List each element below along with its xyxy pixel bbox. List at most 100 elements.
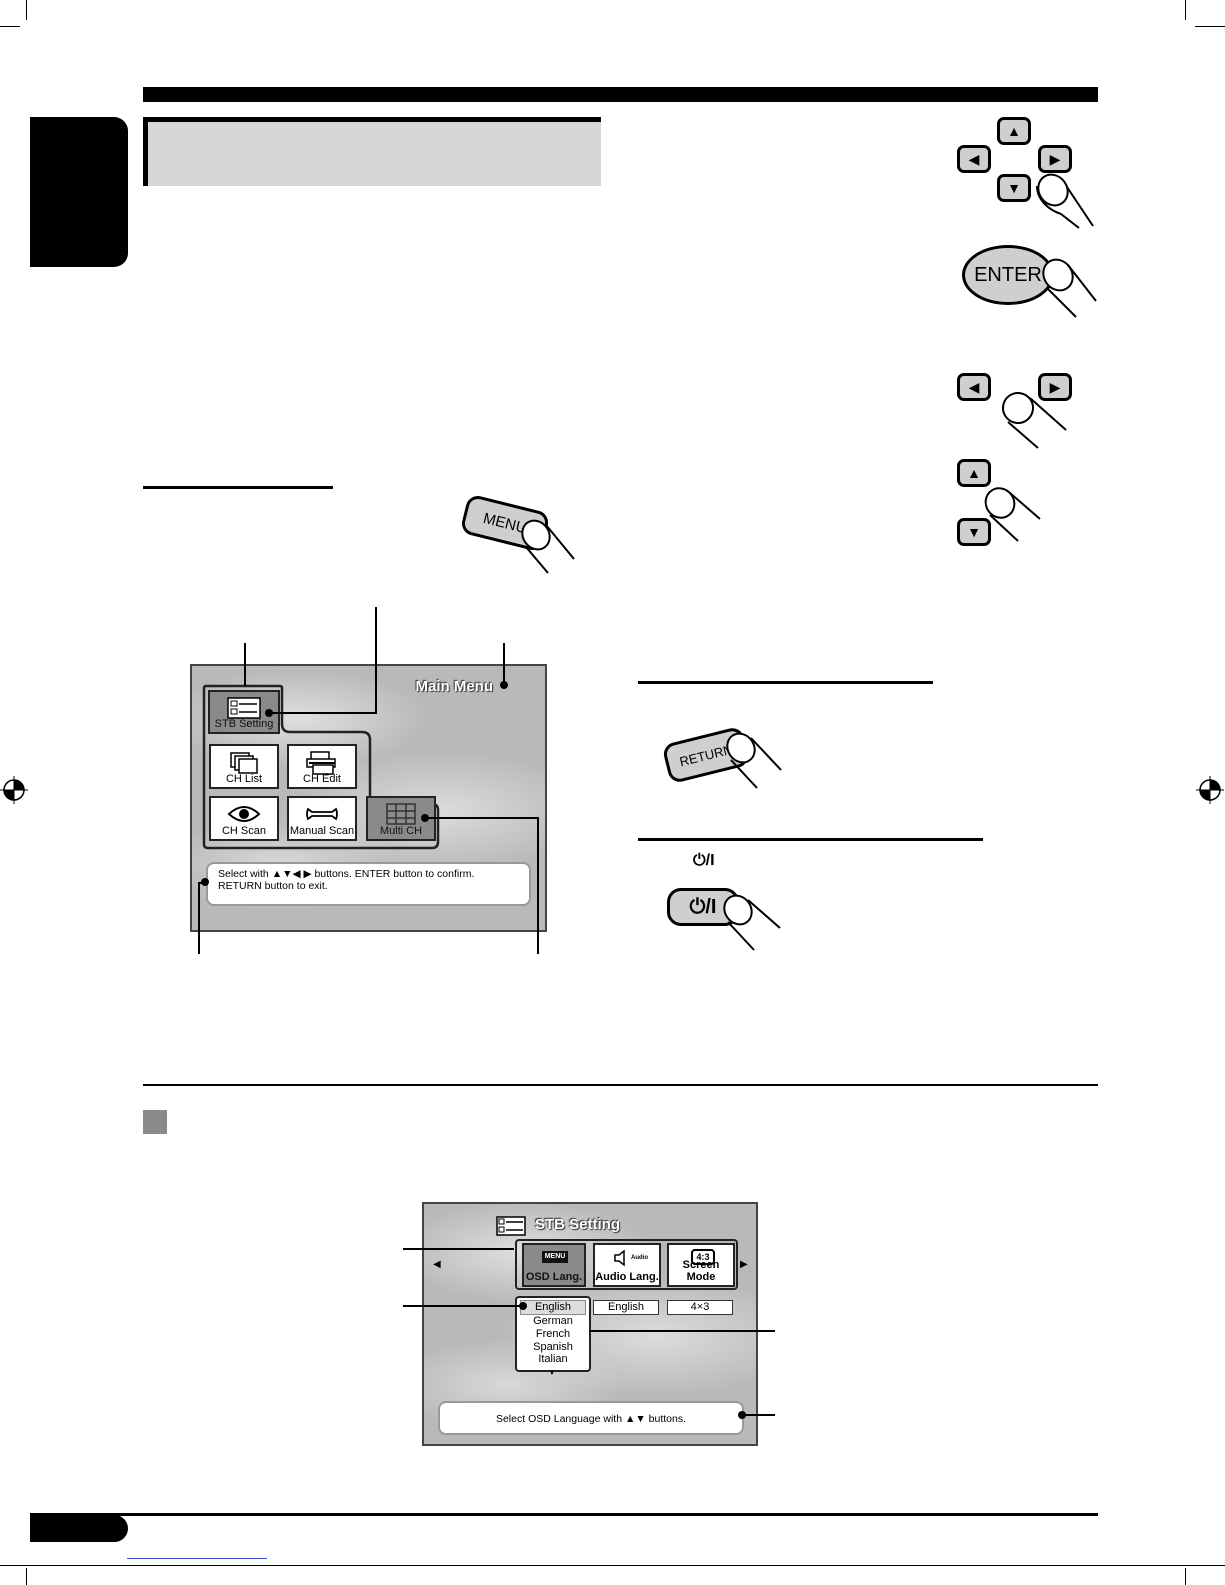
screen-mode-value: 4×3 <box>667 1300 733 1315</box>
stb-setting-screen: STB Setting ◀ ▶ MENU OSD Lang. Audio Aud… <box>422 1202 758 1446</box>
page-number-tab <box>30 1515 128 1542</box>
finger-icon <box>723 894 781 951</box>
stb-setting-title: STB Setting <box>535 1216 620 1233</box>
eye-icon <box>227 806 261 822</box>
finger-icon <box>726 732 782 789</box>
callout-dot <box>421 814 429 822</box>
grid-icon <box>386 803 416 825</box>
callout-line <box>270 712 377 714</box>
crop-mark <box>0 26 20 27</box>
crop-mark <box>1195 26 1225 27</box>
crop-mark <box>0 1565 1225 1566</box>
ch-list-tile[interactable]: CH List <box>209 744 279 789</box>
finger-icon <box>1002 392 1067 449</box>
help-line: RETURN button to exit. <box>218 880 328 892</box>
finger-icon <box>984 487 1041 542</box>
tile-label: Manual Scan <box>289 825 355 837</box>
registration-mark-left <box>0 776 28 804</box>
callout-line <box>425 817 539 819</box>
language-side-tab <box>30 117 128 267</box>
audio-lang-tab[interactable]: Audio Audio Lang. <box>593 1243 661 1287</box>
tab-label: Screen Mode <box>682 1259 720 1283</box>
crop-mark <box>26 1568 27 1585</box>
left-button[interactable]: ◀ <box>957 373 991 401</box>
language-option-selected[interactable]: English <box>520 1300 586 1315</box>
channel-list-icon <box>230 752 258 774</box>
language-list[interactable]: English German French Spanish Italian <box>515 1296 591 1372</box>
finger-icon <box>1042 258 1097 318</box>
tile-label: CH List <box>225 773 263 785</box>
callout-line <box>244 643 246 686</box>
finger-icon <box>1036 173 1094 229</box>
help-line: Select with ▲▼◀ ▶ buttons. ENTER button … <box>218 868 475 880</box>
subheading-rule <box>638 681 933 684</box>
ch-edit-tile[interactable]: CH Edit <box>287 744 357 789</box>
language-option[interactable]: French <box>535 1328 571 1340</box>
tile-label: Multi CH <box>379 825 423 837</box>
aspect-ratio-icon: 4:3 <box>691 1249 715 1265</box>
scroll-right-arrow[interactable]: ▶ <box>740 1259 748 1270</box>
tile-label: CH Edit <box>303 773 341 785</box>
settings-list-icon <box>496 1216 526 1236</box>
language-option[interactable]: Spanish <box>533 1341 573 1353</box>
callout-line <box>403 1248 514 1250</box>
callout-dot <box>738 1411 746 1419</box>
tile-label: CH Scan <box>221 825 267 837</box>
callout-line <box>589 1330 775 1332</box>
subheading-rule <box>638 838 983 841</box>
callout-line <box>537 817 539 954</box>
ch-scan-tile[interactable]: CH Scan <box>209 796 279 841</box>
tab-label: Audio Lang. <box>595 1271 659 1283</box>
callout-dot <box>519 1302 527 1310</box>
bottom-rule <box>30 1513 1098 1516</box>
up-button[interactable]: ▲ <box>997 117 1031 145</box>
section-marker-square <box>143 1110 167 1134</box>
callout-dot <box>500 681 508 689</box>
callout-line <box>742 1414 775 1416</box>
help-line: Select OSD Language with ▲▼ buttons. <box>495 1413 687 1425</box>
right-button[interactable]: ▶ <box>1038 145 1072 173</box>
menu-icon: MENU <box>542 1251 568 1263</box>
callout-line <box>198 882 206 884</box>
down-button[interactable]: ▼ <box>997 174 1031 202</box>
left-button[interactable]: ◀ <box>957 145 991 173</box>
settings-list-icon <box>227 697 261 719</box>
finger-icon <box>521 519 575 574</box>
main-menu-help-box: Select with ▲▼◀ ▶ buttons. ENTER button … <box>206 862 531 906</box>
right-button[interactable]: ▶ <box>1038 373 1072 401</box>
audio-lang-value: English <box>593 1300 659 1315</box>
callout-line <box>503 643 505 685</box>
tab-label: OSD Lang. <box>525 1271 583 1283</box>
power-heading-icon: ⏻/I <box>693 852 715 869</box>
footer-link-underline <box>127 1558 267 1559</box>
language-option[interactable]: Italian <box>538 1354 568 1363</box>
wrench-icon <box>306 807 338 821</box>
callout-dot <box>265 709 273 717</box>
language-option[interactable]: German <box>533 1315 573 1327</box>
tile-label: STB Setting <box>214 718 274 730</box>
scroll-down-arrow[interactable]: ▼ <box>548 1368 556 1377</box>
crop-mark <box>1185 1568 1186 1585</box>
callout-line <box>403 1305 521 1307</box>
tabs-outline <box>515 1239 738 1290</box>
subheading-rule <box>143 486 333 489</box>
speaker-icon <box>614 1249 625 1267</box>
section-divider <box>143 1084 1098 1086</box>
audio-icon-text: Audio <box>631 1255 648 1261</box>
up-button[interactable]: ▲ <box>957 459 991 487</box>
manual-scan-tile[interactable]: Manual Scan <box>287 796 357 841</box>
channel-edit-icon <box>306 751 336 775</box>
screen-mode-tab[interactable]: 4:3 Screen Mode <box>667 1243 735 1287</box>
crop-mark <box>1185 0 1186 20</box>
callout-line <box>375 607 377 713</box>
down-button[interactable]: ▼ <box>957 518 991 546</box>
scroll-left-arrow[interactable]: ◀ <box>433 1259 441 1270</box>
registration-mark-right <box>1196 776 1224 804</box>
stb-help-box: Select OSD Language with ▲▼ buttons. <box>438 1401 744 1435</box>
top-rule <box>143 87 1098 102</box>
section-title-box <box>143 117 601 186</box>
main-menu-title: Main Menu <box>415 678 494 695</box>
main-menu-screen: Main Menu STB Setting CH List CH Edit <box>190 664 547 932</box>
osd-lang-tab[interactable]: MENU OSD Lang. <box>522 1243 586 1287</box>
callout-line <box>198 882 200 954</box>
